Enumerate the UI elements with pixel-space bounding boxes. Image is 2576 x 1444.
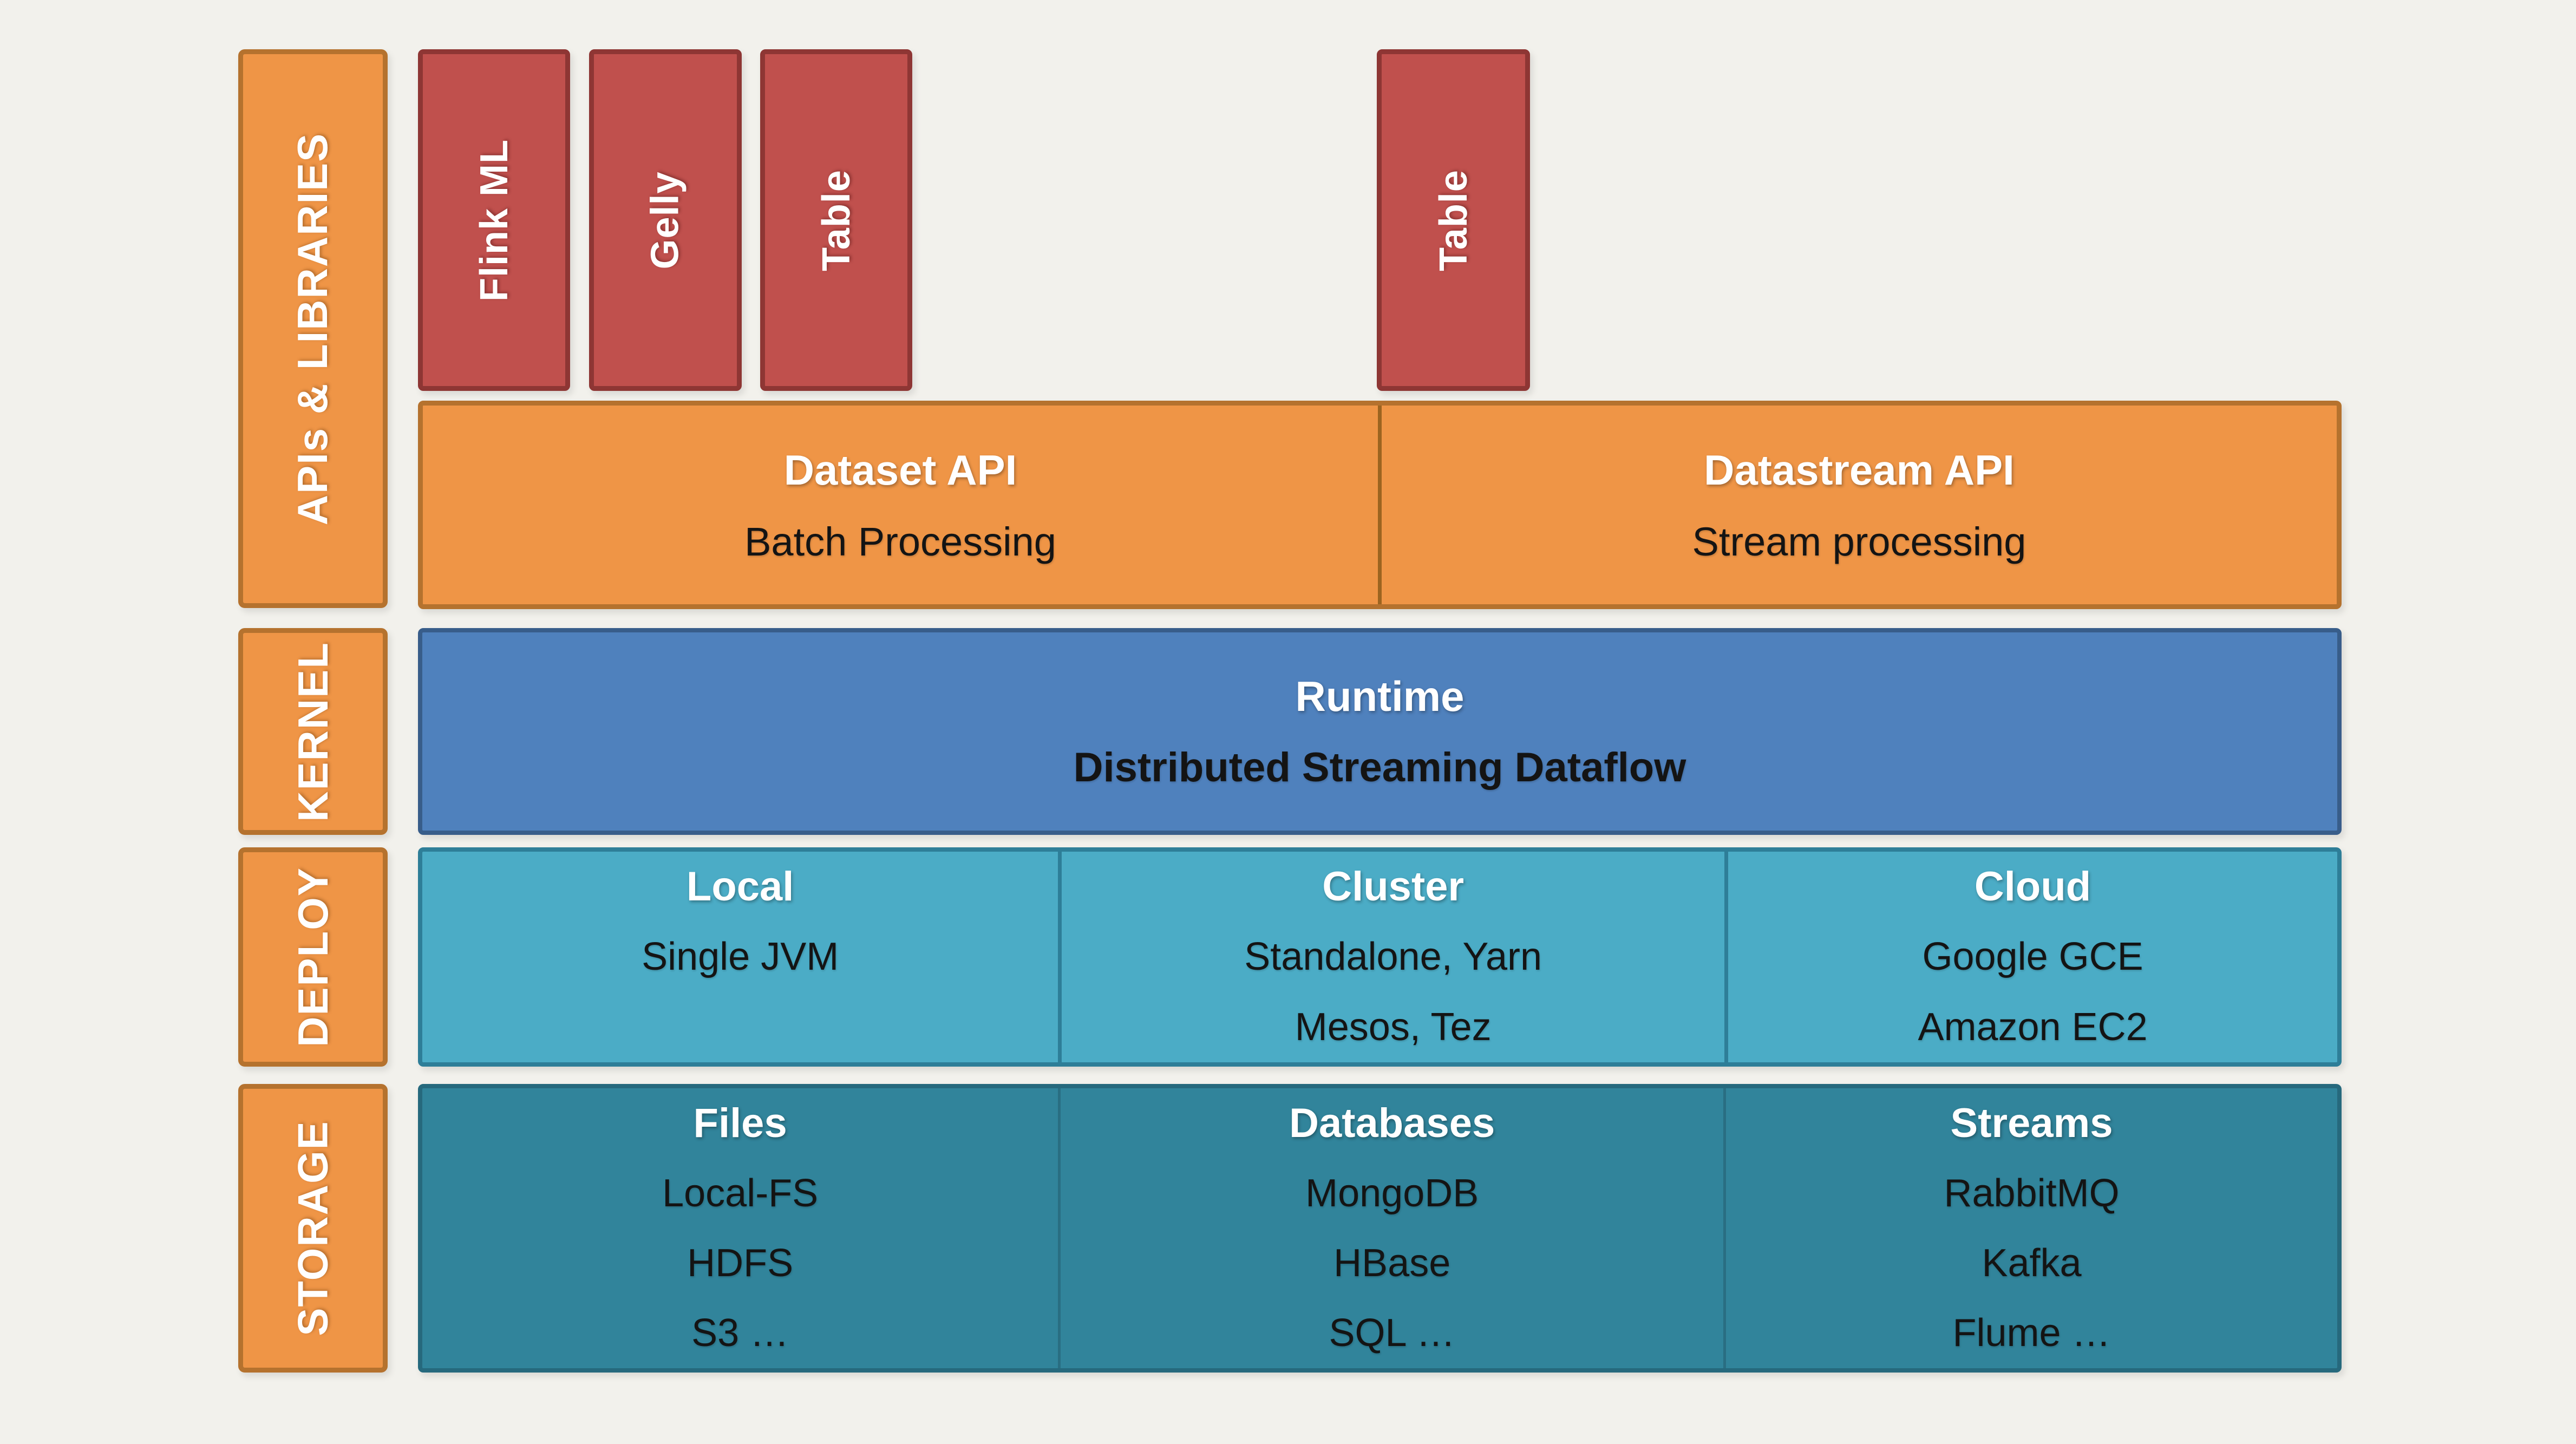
storage-files-title: Files [693, 1100, 787, 1147]
side-label-kernel-text: KERNEL [289, 641, 337, 822]
deploy-local-title: Local [686, 864, 794, 910]
library-box-table-stream: Table [1377, 49, 1530, 391]
deploy-layer-bar: Local Single JVM Cluster Standalone, Yar… [418, 847, 2342, 1067]
storage-files-line-3: S3 … [691, 1311, 789, 1355]
runtime-subtitle: Distributed Streaming Dataflow [1073, 744, 1686, 790]
library-box-gelly-text: Gelly [643, 171, 687, 270]
dataset-api-cell: Dataset API Batch Processing [423, 406, 1378, 604]
deploy-local-line-1: Single JVM [642, 935, 839, 979]
storage-files-line-1: Local-FS [662, 1171, 819, 1215]
side-label-kernel: KERNEL [238, 628, 388, 835]
deploy-cluster-title: Cluster [1322, 864, 1464, 910]
storage-databases-line-1: MongoDB [1305, 1171, 1479, 1215]
library-box-table-batch-text: Table [814, 169, 858, 271]
library-box-table-stream-text: Table [1431, 169, 1475, 271]
datastream-api-cell: Datastream API Stream processing [1378, 406, 2337, 604]
storage-layer-bar: Files Local-FS HDFS S3 … Databases Mongo… [418, 1084, 2342, 1373]
storage-files-cell: Files Local-FS HDFS S3 … [422, 1088, 1058, 1368]
side-label-apis-libraries: APIs & LIBRARIES [238, 49, 388, 608]
library-box-table-batch: Table [760, 49, 912, 391]
deploy-cloud-line-2: Amazon EC2 [1918, 1005, 2148, 1049]
side-label-deploy-text: DEPLOY [289, 867, 337, 1047]
storage-databases-title: Databases [1289, 1100, 1495, 1147]
side-label-deploy: DEPLOY [238, 847, 388, 1067]
deploy-cloud-title: Cloud [1974, 864, 2091, 910]
library-box-gelly: Gelly [589, 49, 742, 391]
deploy-cloud-cell: Cloud Google GCE Amazon EC2 [1728, 852, 2337, 1062]
deploy-cluster-line-2: Mesos, Tez [1294, 1005, 1492, 1049]
deploy-cluster-cell: Cluster Standalone, Yarn Mesos, Tez [1058, 852, 1729, 1062]
storage-streams-line-1: RabbitMQ [1944, 1171, 2120, 1215]
storage-streams-line-3: Flume … [1952, 1311, 2111, 1355]
dataset-api-subtitle: Batch Processing [744, 519, 1056, 564]
deploy-local-cell: Local Single JVM [422, 852, 1058, 1062]
storage-databases-line-3: SQL … [1329, 1311, 1455, 1355]
storage-databases-line-2: HBase [1333, 1242, 1451, 1285]
runtime-title: Runtime [1295, 672, 1464, 720]
side-label-apis-libraries-text: APIs & LIBRARIES [289, 132, 337, 525]
storage-databases-cell: Databases MongoDB HBase SQL … [1058, 1088, 1727, 1368]
side-label-storage: STORAGE [238, 1084, 388, 1373]
datastream-api-subtitle: Stream processing [1692, 519, 2026, 564]
storage-streams-title: Streams [1950, 1100, 2113, 1147]
storage-streams-line-2: Kafka [1982, 1242, 2082, 1285]
storage-streams-cell: Streams RabbitMQ Kafka Flume … [1726, 1088, 2337, 1368]
kernel-runtime-bar: Runtime Distributed Streaming Dataflow [418, 628, 2342, 835]
deploy-cloud-line-1: Google GCE [1922, 935, 2143, 979]
storage-files-line-2: HDFS [687, 1242, 794, 1285]
library-box-flink-ml: Flink ML [418, 49, 570, 391]
dataset-api-title: Dataset API [783, 446, 1017, 494]
library-box-flink-ml-text: Flink ML [472, 139, 516, 302]
datastream-api-title: Datastream API [1704, 446, 2015, 494]
deploy-cluster-line-1: Standalone, Yarn [1244, 935, 1542, 979]
side-label-storage-text: STORAGE [289, 1120, 337, 1336]
api-layer-bar: Dataset API Batch Processing Datastream … [418, 401, 2342, 609]
